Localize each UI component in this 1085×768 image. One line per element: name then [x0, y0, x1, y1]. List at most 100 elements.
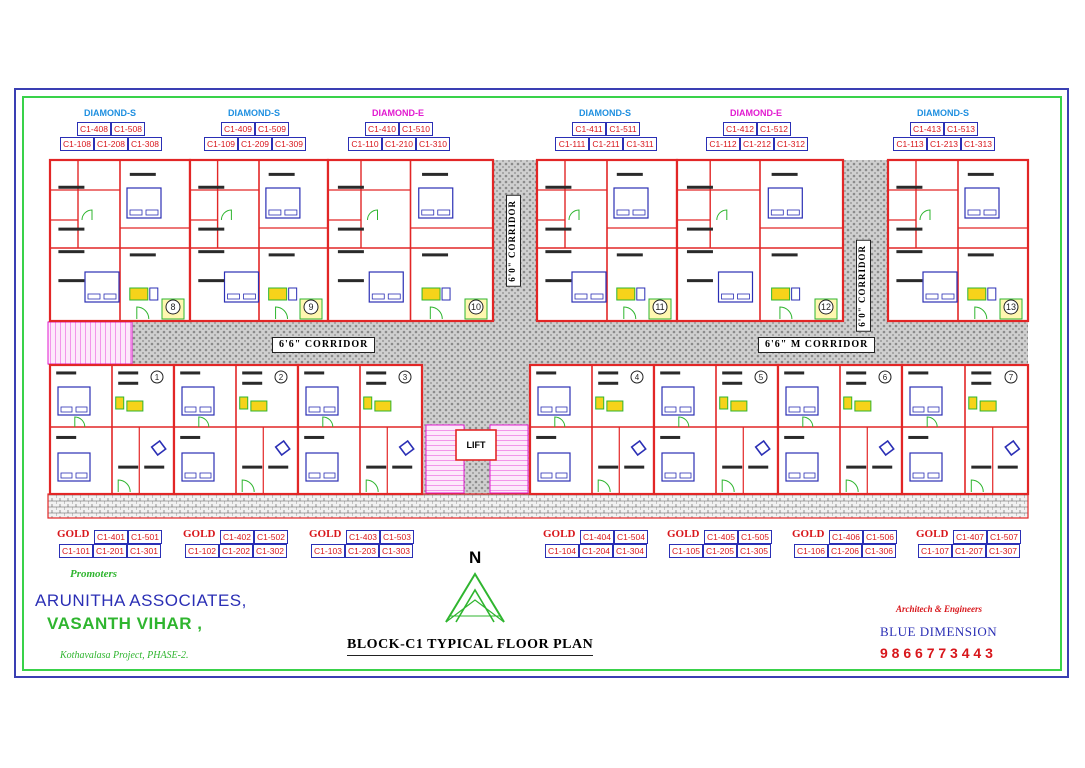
north-label: N	[469, 548, 482, 567]
unit-type-label: DIAMOND-S	[579, 108, 631, 118]
room-label-mark	[180, 435, 201, 439]
sofa-icon	[771, 287, 791, 301]
room-label-mark	[118, 465, 139, 469]
door-swing-icon	[322, 416, 334, 428]
room-label-mark	[118, 381, 139, 385]
unit-type-label: GOLD	[792, 528, 825, 540]
unit-number-cell: C1-303	[379, 544, 413, 558]
room-label-mark	[304, 435, 325, 439]
room-label-mark	[686, 185, 713, 189]
door-swing-icon	[367, 209, 378, 221]
room-label-mark	[536, 371, 557, 375]
room-label-mark	[58, 185, 85, 189]
unit-number-cell: C1-312	[774, 137, 808, 151]
room-label-mark	[268, 465, 289, 469]
bed-icon	[418, 187, 454, 219]
unit-number-cell: C1-411	[572, 122, 606, 136]
promoters-label: Promoters	[70, 568, 118, 580]
bed-icon	[613, 187, 649, 219]
pillow-icon	[983, 209, 997, 216]
sofa-icon	[363, 396, 373, 410]
pillow-icon	[145, 209, 159, 216]
pillow-icon	[912, 406, 925, 413]
unit-number-cell: C1-501	[128, 530, 162, 544]
unit-type-label: DIAMOND-E	[372, 108, 424, 118]
unit-number-cell: C1-307	[986, 544, 1020, 558]
pillow-icon	[268, 209, 282, 216]
unit-number-cell: C1-206	[828, 544, 862, 558]
unit-number-cell: C1-504	[614, 530, 648, 544]
pillow-icon	[616, 209, 630, 216]
table-icon	[374, 400, 392, 412]
door-swing-icon	[919, 209, 931, 221]
room-label-mark	[58, 250, 85, 254]
pillow-icon	[786, 209, 800, 216]
north-arrow-icon	[445, 572, 505, 623]
unit-number-cell: C1-204	[579, 544, 613, 558]
unit-number-cell: C1-202	[219, 544, 253, 558]
room-label-mark	[304, 371, 325, 375]
unit-number-cell: C1-413	[910, 122, 944, 136]
flat-number: 1	[155, 373, 160, 382]
room-label-mark	[660, 435, 681, 439]
door-swing-icon	[241, 479, 255, 493]
pillow-icon	[967, 209, 981, 216]
vertical-corridor-label-right: 6'0" CORRIDOR	[856, 240, 871, 332]
pillow-icon	[927, 472, 940, 479]
pillow-icon	[199, 406, 212, 413]
room-label-mark	[58, 279, 85, 283]
pillow-icon	[927, 406, 940, 413]
door-swing-icon	[117, 479, 131, 493]
pillow-icon	[421, 209, 435, 216]
bed-icon	[571, 271, 607, 303]
pillow-icon	[679, 472, 692, 479]
unit-number-cell: C1-401	[94, 530, 128, 544]
room-label-mark	[896, 227, 923, 231]
bed-icon	[305, 452, 339, 482]
room-label-mark	[366, 371, 387, 375]
sofa-icon	[843, 396, 853, 410]
door-swing-icon	[365, 479, 379, 493]
pillow-icon	[75, 472, 88, 479]
unit-number-cell: C1-201	[93, 544, 127, 558]
unit-number-cell: C1-502	[254, 530, 288, 544]
flat-number: 2	[279, 373, 284, 382]
door-swing-icon	[81, 209, 93, 221]
unit-number-cell: C1-513	[944, 122, 978, 136]
flat-number: 9	[308, 302, 313, 312]
bed-icon	[126, 187, 162, 219]
unit-type-label: DIAMOND-S	[84, 108, 136, 118]
room-label-mark	[967, 253, 994, 257]
room-label-mark	[392, 465, 413, 469]
door-swing-icon	[136, 306, 150, 320]
subproject-name: Kothavalasa Project, PHASE-2.	[60, 650, 189, 661]
flat-number: 8	[170, 302, 175, 312]
room-label-mark	[686, 279, 713, 283]
pillow-icon	[87, 293, 101, 300]
unit-number-cell: C1-407	[953, 530, 987, 544]
door-swing-icon	[845, 479, 859, 493]
room-label-mark	[198, 185, 225, 189]
room-label-mark	[872, 465, 893, 469]
unit-number-cell: C1-104	[545, 544, 579, 558]
room-label-mark	[896, 279, 923, 283]
flat-number-badge	[468, 299, 484, 315]
room-label-mark	[846, 371, 867, 375]
chair-icon	[441, 287, 451, 301]
unit-number-cell: C1-402	[220, 530, 254, 544]
architect-phone: 9 8 6 6 7 7 3 4 4 3	[880, 645, 993, 661]
room-label-mark	[422, 172, 449, 176]
pillow-icon	[437, 209, 451, 216]
pillow-icon	[721, 293, 734, 300]
sofa-icon	[421, 287, 441, 301]
